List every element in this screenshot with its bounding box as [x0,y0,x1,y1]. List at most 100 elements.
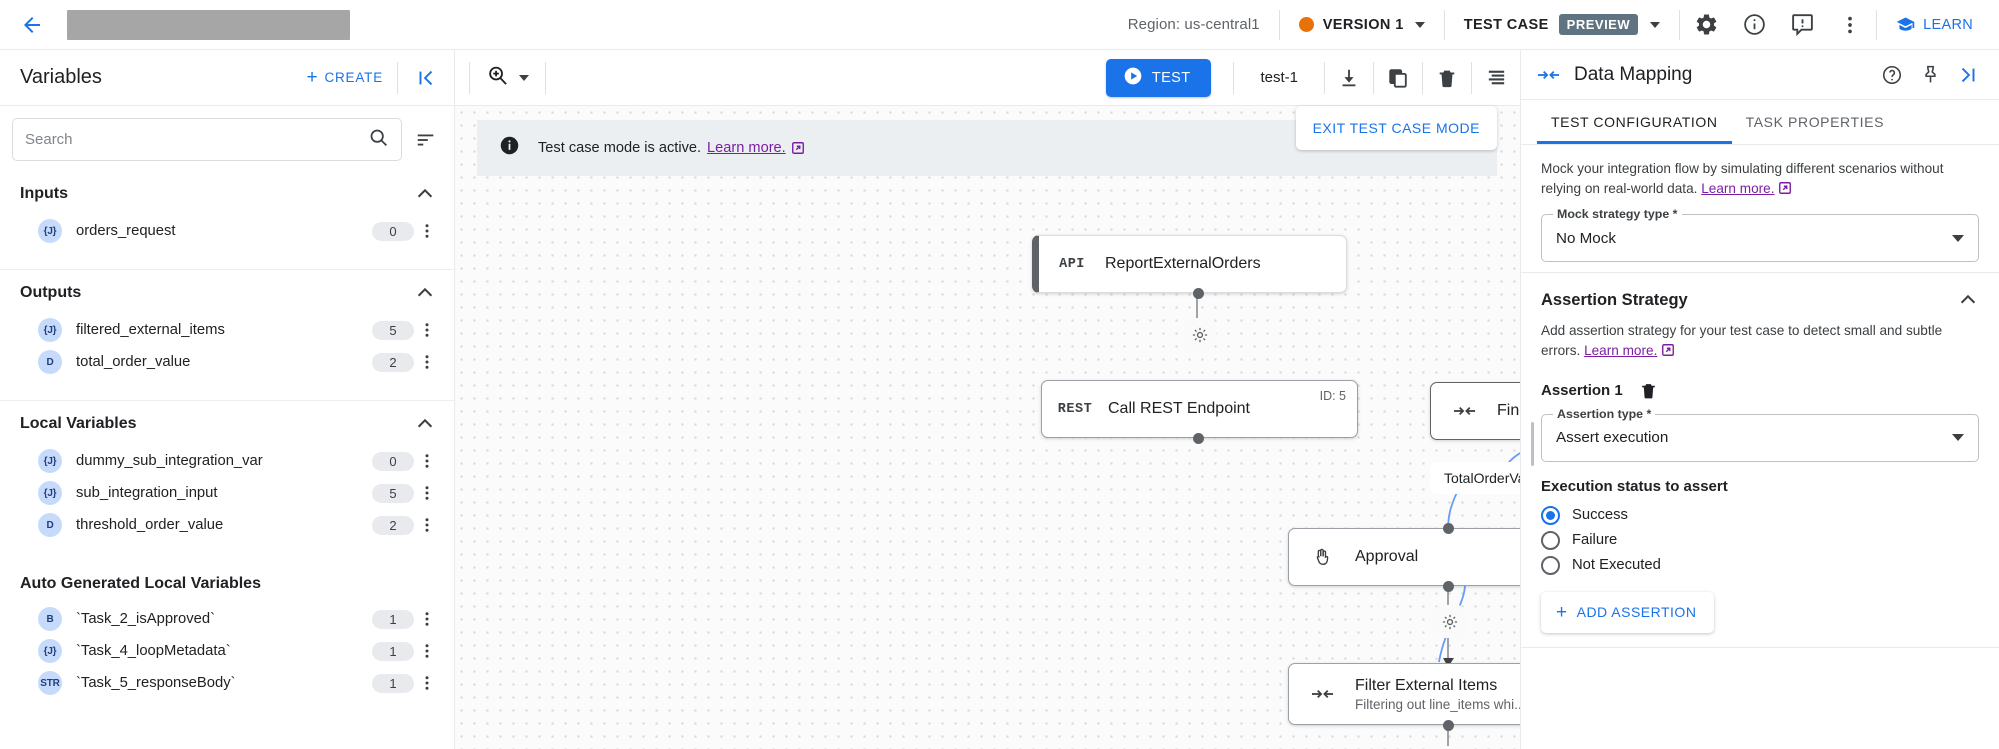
download-icon[interactable] [1325,54,1373,102]
variable-section-header[interactable]: Auto Generated Local Variables [0,563,454,603]
pin-icon[interactable] [1911,56,1949,94]
chevron-down-icon [1952,434,1964,442]
node-type-mapping-icon [1289,684,1355,704]
gear-icon[interactable] [1436,608,1463,635]
more-vert-icon[interactable] [414,452,440,470]
variable-row[interactable]: STR`Task_5_responseBody`1 [0,667,454,699]
chevron-up-icon[interactable] [414,183,436,205]
edge-condition-label[interactable]: TotalOrderValue Above ... [1432,464,1520,492]
copy-icon[interactable] [1374,54,1422,102]
gear-icon[interactable] [1186,321,1213,348]
mock-learn-more-link[interactable]: Learn more. [1701,180,1775,196]
node-output-port[interactable] [1443,720,1454,731]
open-in-new-icon[interactable] [1778,181,1792,201]
search-box[interactable] [12,118,402,161]
more-vert-icon[interactable] [414,484,440,502]
radio-button[interactable] [1541,505,1560,525]
canvas-grid[interactable] [455,106,1520,749]
add-assertion-button[interactable]: + ADD ASSERTION [1541,591,1715,633]
mock-strategy-type-select[interactable]: Mock strategy type * No Mock [1541,207,1979,263]
variable-section-header[interactable]: Outputs [0,270,454,314]
more-vert-icon[interactable] [1826,1,1874,49]
node-output-port[interactable] [1193,433,1204,444]
more-vert-icon[interactable] [414,353,440,371]
tab-task-properties[interactable]: TASK PROPERTIES [1745,114,1885,130]
execution-status-option[interactable]: Success [1521,503,1999,528]
version-selector[interactable]: VERSION 1 [1282,17,1442,33]
collapse-right-icon[interactable] [1949,56,1987,94]
more-vert-icon[interactable] [414,674,440,692]
assertion-type-select[interactable]: Assertion type * Assert execution [1541,406,1979,462]
back-arrow-icon[interactable] [14,7,50,43]
variable-row[interactable]: {J}`Task_4_loopMetadata`1 [0,635,454,667]
flow-node-find-total-order-price[interactable]: Find Total Order Price ID: 1 [1430,382,1520,440]
trash-icon[interactable] [1423,54,1471,102]
learn-button[interactable]: LEARN [1879,14,1985,35]
open-in-new-icon[interactable] [791,141,805,155]
zoom-control[interactable] [470,64,545,92]
open-in-new-icon[interactable] [1661,343,1675,363]
feedback-icon[interactable] [1778,1,1826,49]
info-icon[interactable] [1730,1,1778,49]
add-assertion-label: ADD ASSERTION [1576,604,1697,621]
more-vert-icon[interactable] [414,222,440,240]
variable-row[interactable]: B`Task_2_isApproved`1 [0,603,454,635]
create-variable-button[interactable]: + CREATE [307,68,397,87]
banner-learn-more-link[interactable]: Learn more. [707,140,786,156]
node-output-port[interactable] [1193,288,1204,299]
variables-panel: Variables + CREATE [0,50,455,749]
more-vert-icon[interactable] [414,321,440,339]
execution-status-option[interactable]: Failure [1521,528,1999,553]
flow-node-call-rest-endpoint[interactable]: REST Call REST Endpoint ID: 5 [1041,380,1358,438]
execution-status-label: Execution status to assert [1541,477,1728,495]
version-status-dot [1298,17,1314,32]
chevron-up-icon[interactable] [1957,289,1979,311]
panel-tabs: TEST CONFIGURATION TASK PROPERTIES [1521,100,1999,145]
help-circle-icon[interactable] [1873,56,1911,94]
sort-icon[interactable] [412,126,440,154]
assertion-type-value: Assert execution [1556,429,1669,447]
radio-button[interactable] [1541,555,1560,575]
assertion-item-header: Assertion 1 [1521,363,1999,400]
more-vert-icon[interactable] [414,516,440,534]
flow-node-approval[interactable]: Approval ID: 2 [1288,528,1520,586]
flow-node-filter-external-items[interactable]: Filter External Items Filtering out line… [1288,663,1520,725]
test-case-selector[interactable]: TEST CASE PREVIEW [1447,14,1677,35]
variable-section: Local Variables{J}dummy_sub_integration_… [0,401,454,563]
collapse-left-icon[interactable] [398,67,454,89]
execution-status-option[interactable]: Not Executed [1521,553,1999,578]
variable-section-title: Auto Generated Local Variables [20,575,261,592]
assertion-strategy-header[interactable]: Assertion Strategy [1521,273,1999,311]
flow-node-report-external-orders[interactable]: API ReportExternalOrders [1032,235,1347,293]
node-input-port[interactable] [1443,523,1454,534]
mock-description-text: Mock your integration flow by simulating… [1541,161,1944,196]
chevron-up-icon[interactable] [414,282,436,304]
flow-canvas[interactable]: TEST test-1 [455,50,1520,749]
exit-test-case-mode-button[interactable]: EXIT TEST CASE MODE [1295,106,1497,150]
tab-test-configuration[interactable]: TEST CONFIGURATION [1537,100,1732,144]
radio-button[interactable] [1541,530,1560,550]
variable-section-header[interactable]: Inputs [0,171,454,215]
node-output-port[interactable] [1443,581,1454,592]
assertion-learn-more-link[interactable]: Learn more. [1584,343,1658,359]
variable-section-header[interactable]: Local Variables [0,401,454,445]
more-vert-icon[interactable] [414,610,440,628]
variable-section-title: Outputs [20,284,82,301]
chevron-down-icon [1952,234,1964,242]
chevron-up-icon[interactable] [414,413,436,435]
gear-icon[interactable] [1682,1,1730,49]
list-menu-icon[interactable] [1472,54,1520,102]
search-icon[interactable] [368,127,389,153]
test-case-name: test-1 [1260,69,1298,86]
more-vert-icon[interactable] [414,642,440,660]
search-input[interactable] [25,131,368,148]
run-test-button[interactable]: TEST [1105,58,1212,97]
trash-icon[interactable] [1639,381,1658,400]
